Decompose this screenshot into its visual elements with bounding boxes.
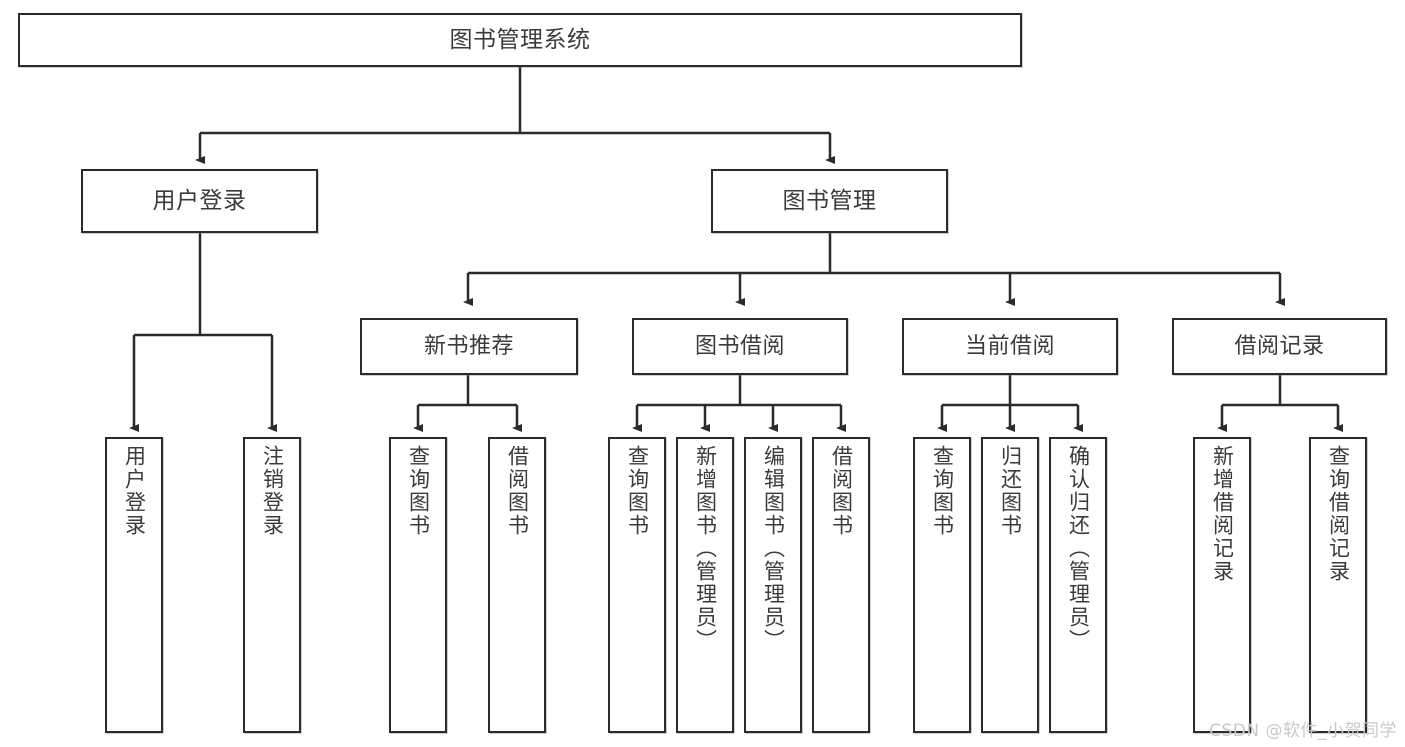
node-root-label: 图书管理系统 [449,26,591,53]
leaf-return-book-label: 归还图书 [998,445,1023,537]
leaf-borrow-book-2[interactable]: 借阅图书 [812,437,870,733]
leaf-borrow-book-1-label: 借阅图书 [505,445,530,537]
leaf-return-book[interactable]: 归还图书 [981,437,1039,733]
leaf-user-login-label: 用户登录 [122,445,147,537]
leaf-borrow-book-2-label: 借阅图书 [829,445,854,537]
leaf-user-login[interactable]: 用户登录 [105,437,163,733]
leaf-query-book-1[interactable]: 查询图书 [389,437,447,733]
leaf-query-book-3-label: 查询图书 [930,445,955,537]
leaf-add-record-label: 新增借阅记录 [1210,445,1235,583]
leaf-query-book-3[interactable]: 查询图书 [913,437,971,733]
leaf-logout-label: 注销登录 [260,445,285,537]
node-new-book-recommend[interactable]: 新书推荐 [360,318,578,375]
leaf-query-book-2[interactable]: 查询图书 [608,437,666,733]
node-root[interactable]: 图书管理系统 [18,13,1022,67]
leaf-borrow-book-1[interactable]: 借阅图书 [488,437,546,733]
leaf-query-book-1-label: 查询图书 [406,445,431,537]
node-borrow-record[interactable]: 借阅记录 [1172,318,1387,375]
leaf-edit-book-label: 编辑图书（管理员） [761,445,786,652]
leaf-add-book[interactable]: 新增图书（管理员） [676,437,734,733]
leaf-query-record-label: 查询借阅记录 [1326,445,1351,583]
node-book-borrow-label: 图书借阅 [694,333,785,359]
node-book-management[interactable]: 图书管理 [711,169,948,233]
leaf-logout[interactable]: 注销登录 [243,437,301,733]
leaf-query-record[interactable]: 查询借阅记录 [1309,437,1367,733]
node-user-login[interactable]: 用户登录 [81,169,318,233]
leaf-confirm-return[interactable]: 确认归还（管理员） [1049,437,1107,733]
node-current-borrow[interactable]: 当前借阅 [902,318,1118,375]
leaf-query-book-2-label: 查询图书 [625,445,650,537]
node-borrow-record-label: 借阅记录 [1234,333,1325,359]
node-new-book-recommend-label: 新书推荐 [423,333,514,359]
leaf-edit-book[interactable]: 编辑图书（管理员） [744,437,802,733]
node-user-login-label: 用户登录 [152,187,247,214]
node-current-borrow-label: 当前借阅 [964,333,1055,359]
node-book-management-label: 图书管理 [782,187,877,214]
leaf-add-book-label: 新增图书（管理员） [693,445,718,652]
node-book-borrow[interactable]: 图书借阅 [632,318,848,375]
leaf-confirm-return-label: 确认归还（管理员） [1066,445,1091,652]
leaf-add-record[interactable]: 新增借阅记录 [1193,437,1251,733]
